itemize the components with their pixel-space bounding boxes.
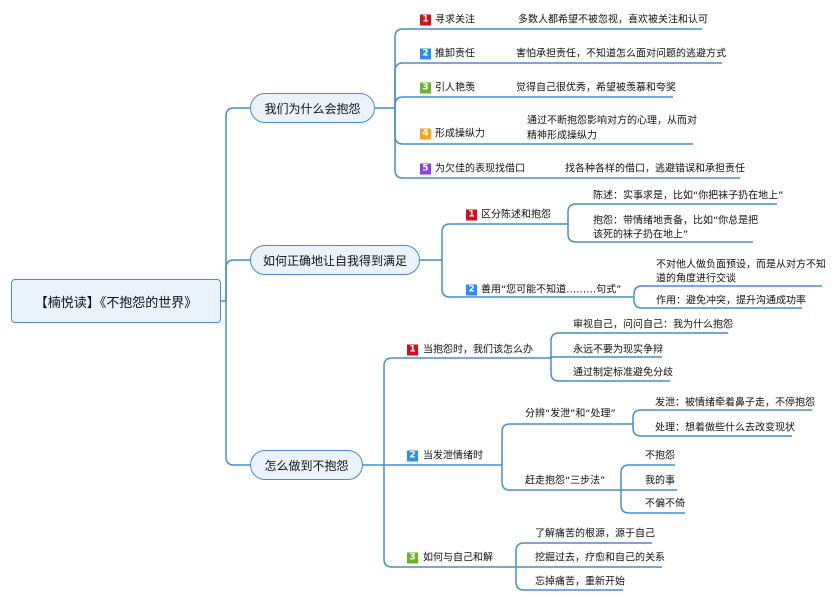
connector-line bbox=[632, 409, 812, 424]
leaf[interactable]: 抱怨：带情绪地责备，比如“你总是把 bbox=[593, 215, 759, 227]
leaf[interactable]: 不抱怨 bbox=[645, 450, 675, 462]
connector-line bbox=[550, 356, 662, 358]
connector-line bbox=[225, 301, 250, 466]
topic-satisfy-self[interactable]: 如何正确地让自我得到满足 bbox=[250, 245, 420, 275]
leaf[interactable]: 发泄：被情绪牵着鼻子走，不停抱怨 bbox=[655, 397, 815, 409]
topic-label: 如何正确地让自我得到满足 bbox=[262, 253, 407, 268]
leaf[interactable]: 觉得自己很优秀，希望被羡慕和夸奖 bbox=[516, 82, 676, 94]
leaf[interactable]: 审视自己，问问自己：我为什么抱怨 bbox=[573, 319, 733, 331]
root-topic[interactable]: 【楠悦读】《不抱怨的世界》 bbox=[11, 279, 221, 323]
connector-line bbox=[383, 465, 516, 568]
subtopic[interactable]: 善用“您可能不知道………句式” bbox=[481, 284, 622, 296]
connector-line bbox=[394, 62, 722, 108]
topic-label: 我们为什么会抱怨 bbox=[264, 101, 361, 116]
subtopic[interactable]: 区分陈述和抱怨 bbox=[481, 209, 551, 221]
connector-line bbox=[515, 567, 623, 591]
connector-line bbox=[620, 464, 675, 490]
leaf[interactable]: 该死的袜子扔在地上” bbox=[593, 229, 689, 241]
connector-line bbox=[633, 285, 822, 297]
priority-1-icon: 1 bbox=[466, 209, 477, 221]
connector-line bbox=[567, 224, 753, 243]
leaf[interactable]: 了解痛苦的根源，源于自己 bbox=[535, 528, 655, 540]
subtopic[interactable]: 为欠佳的表现找借口 bbox=[435, 163, 525, 175]
subtopic[interactable]: 引人艳羡 bbox=[435, 82, 475, 94]
subtopic[interactable]: 寻求关注 bbox=[435, 14, 475, 26]
connector-line bbox=[225, 107, 250, 301]
connector-line bbox=[394, 96, 673, 108]
leaf[interactable]: 道的角度进行交谈 bbox=[656, 273, 736, 285]
leaf[interactable]: 找各种各样的借口，逃避错误和承担责任 bbox=[565, 163, 745, 175]
connector-line bbox=[501, 465, 621, 491]
connector-line bbox=[501, 423, 633, 465]
topic-label: 怎么做到不抱怨 bbox=[264, 458, 349, 473]
subtopic[interactable]: 赶走抱怨“三步法” bbox=[525, 475, 606, 487]
connector-line bbox=[225, 259, 250, 301]
priority-2-icon: 2 bbox=[466, 284, 477, 296]
subtopic[interactable]: 分辨“发泄”和“处理” bbox=[525, 408, 616, 420]
subtopic[interactable]: 当发泄情绪时 bbox=[423, 450, 483, 462]
connector-line bbox=[550, 332, 728, 358]
leaf[interactable]: 作用：避免冲突，提升沟通成功率 bbox=[656, 295, 806, 307]
root-label: 【楠悦读】《不抱怨的世界》 bbox=[34, 295, 198, 311]
priority-2-icon: 2 bbox=[420, 48, 431, 60]
connector-line bbox=[394, 108, 740, 179]
priority-5-icon: 5 bbox=[420, 163, 431, 175]
leaf[interactable]: 精神形成操纵力 bbox=[527, 130, 597, 142]
leaf[interactable]: 通过制定标准避免分歧 bbox=[573, 367, 673, 379]
subtopic[interactable]: 当抱怨时，我们该怎么办 bbox=[423, 344, 533, 356]
connector-line bbox=[383, 357, 551, 465]
subtopic[interactable]: 推卸责任 bbox=[435, 48, 475, 60]
subtopic[interactable]: 形成操纵力 bbox=[435, 128, 485, 140]
priority-1-icon: 1 bbox=[407, 344, 418, 356]
connector-line bbox=[620, 490, 685, 514]
connector-line bbox=[515, 542, 652, 567]
connector-line bbox=[441, 223, 568, 260]
topic-how-not-complain[interactable]: 怎么做到不抱怨 bbox=[250, 450, 363, 480]
priority-3-icon: 3 bbox=[407, 552, 418, 564]
leaf[interactable]: 通过不断抱怨影响对方的心理，从而对 bbox=[527, 115, 697, 127]
connector-line bbox=[441, 260, 634, 298]
leaf[interactable]: 不偏不倚 bbox=[645, 498, 685, 510]
leaf[interactable]: 不对他人做负面预设，而是从对方不知 bbox=[656, 259, 826, 271]
leaf[interactable]: 陈述：实事求是，比如“你把袜子扔在地上” bbox=[593, 190, 784, 202]
leaf[interactable]: 害怕承担责任，不知道怎么面对问题的逃避方式 bbox=[516, 48, 726, 60]
priority-3-icon: 3 bbox=[420, 82, 431, 94]
priority-4-icon: 4 bbox=[420, 128, 431, 140]
leaf[interactable]: 多数人都希望不被忽视，喜欢被关注和认可 bbox=[518, 14, 708, 26]
leaf[interactable]: 忘掉痛苦，重新开始 bbox=[535, 576, 625, 588]
connector-line bbox=[633, 297, 802, 309]
priority-1-icon: 1 bbox=[420, 14, 431, 26]
leaf[interactable]: 挖掘过去，疗愈和自己的关系 bbox=[535, 552, 665, 564]
connector-line bbox=[567, 203, 777, 224]
leaf[interactable]: 处理：想着做些什么去改变现状 bbox=[655, 422, 795, 434]
subtopic[interactable]: 如何与自己和解 bbox=[423, 552, 493, 564]
priority-2-icon: 2 bbox=[407, 450, 418, 462]
leaf[interactable]: 我的事 bbox=[645, 475, 675, 487]
connector-line bbox=[632, 424, 792, 437]
connector-line bbox=[394, 28, 702, 108]
leaf[interactable]: 永远不要为现实争辩 bbox=[573, 344, 663, 356]
topic-why-complain[interactable]: 我们为什么会抱怨 bbox=[250, 93, 375, 123]
connector-line bbox=[550, 358, 670, 382]
